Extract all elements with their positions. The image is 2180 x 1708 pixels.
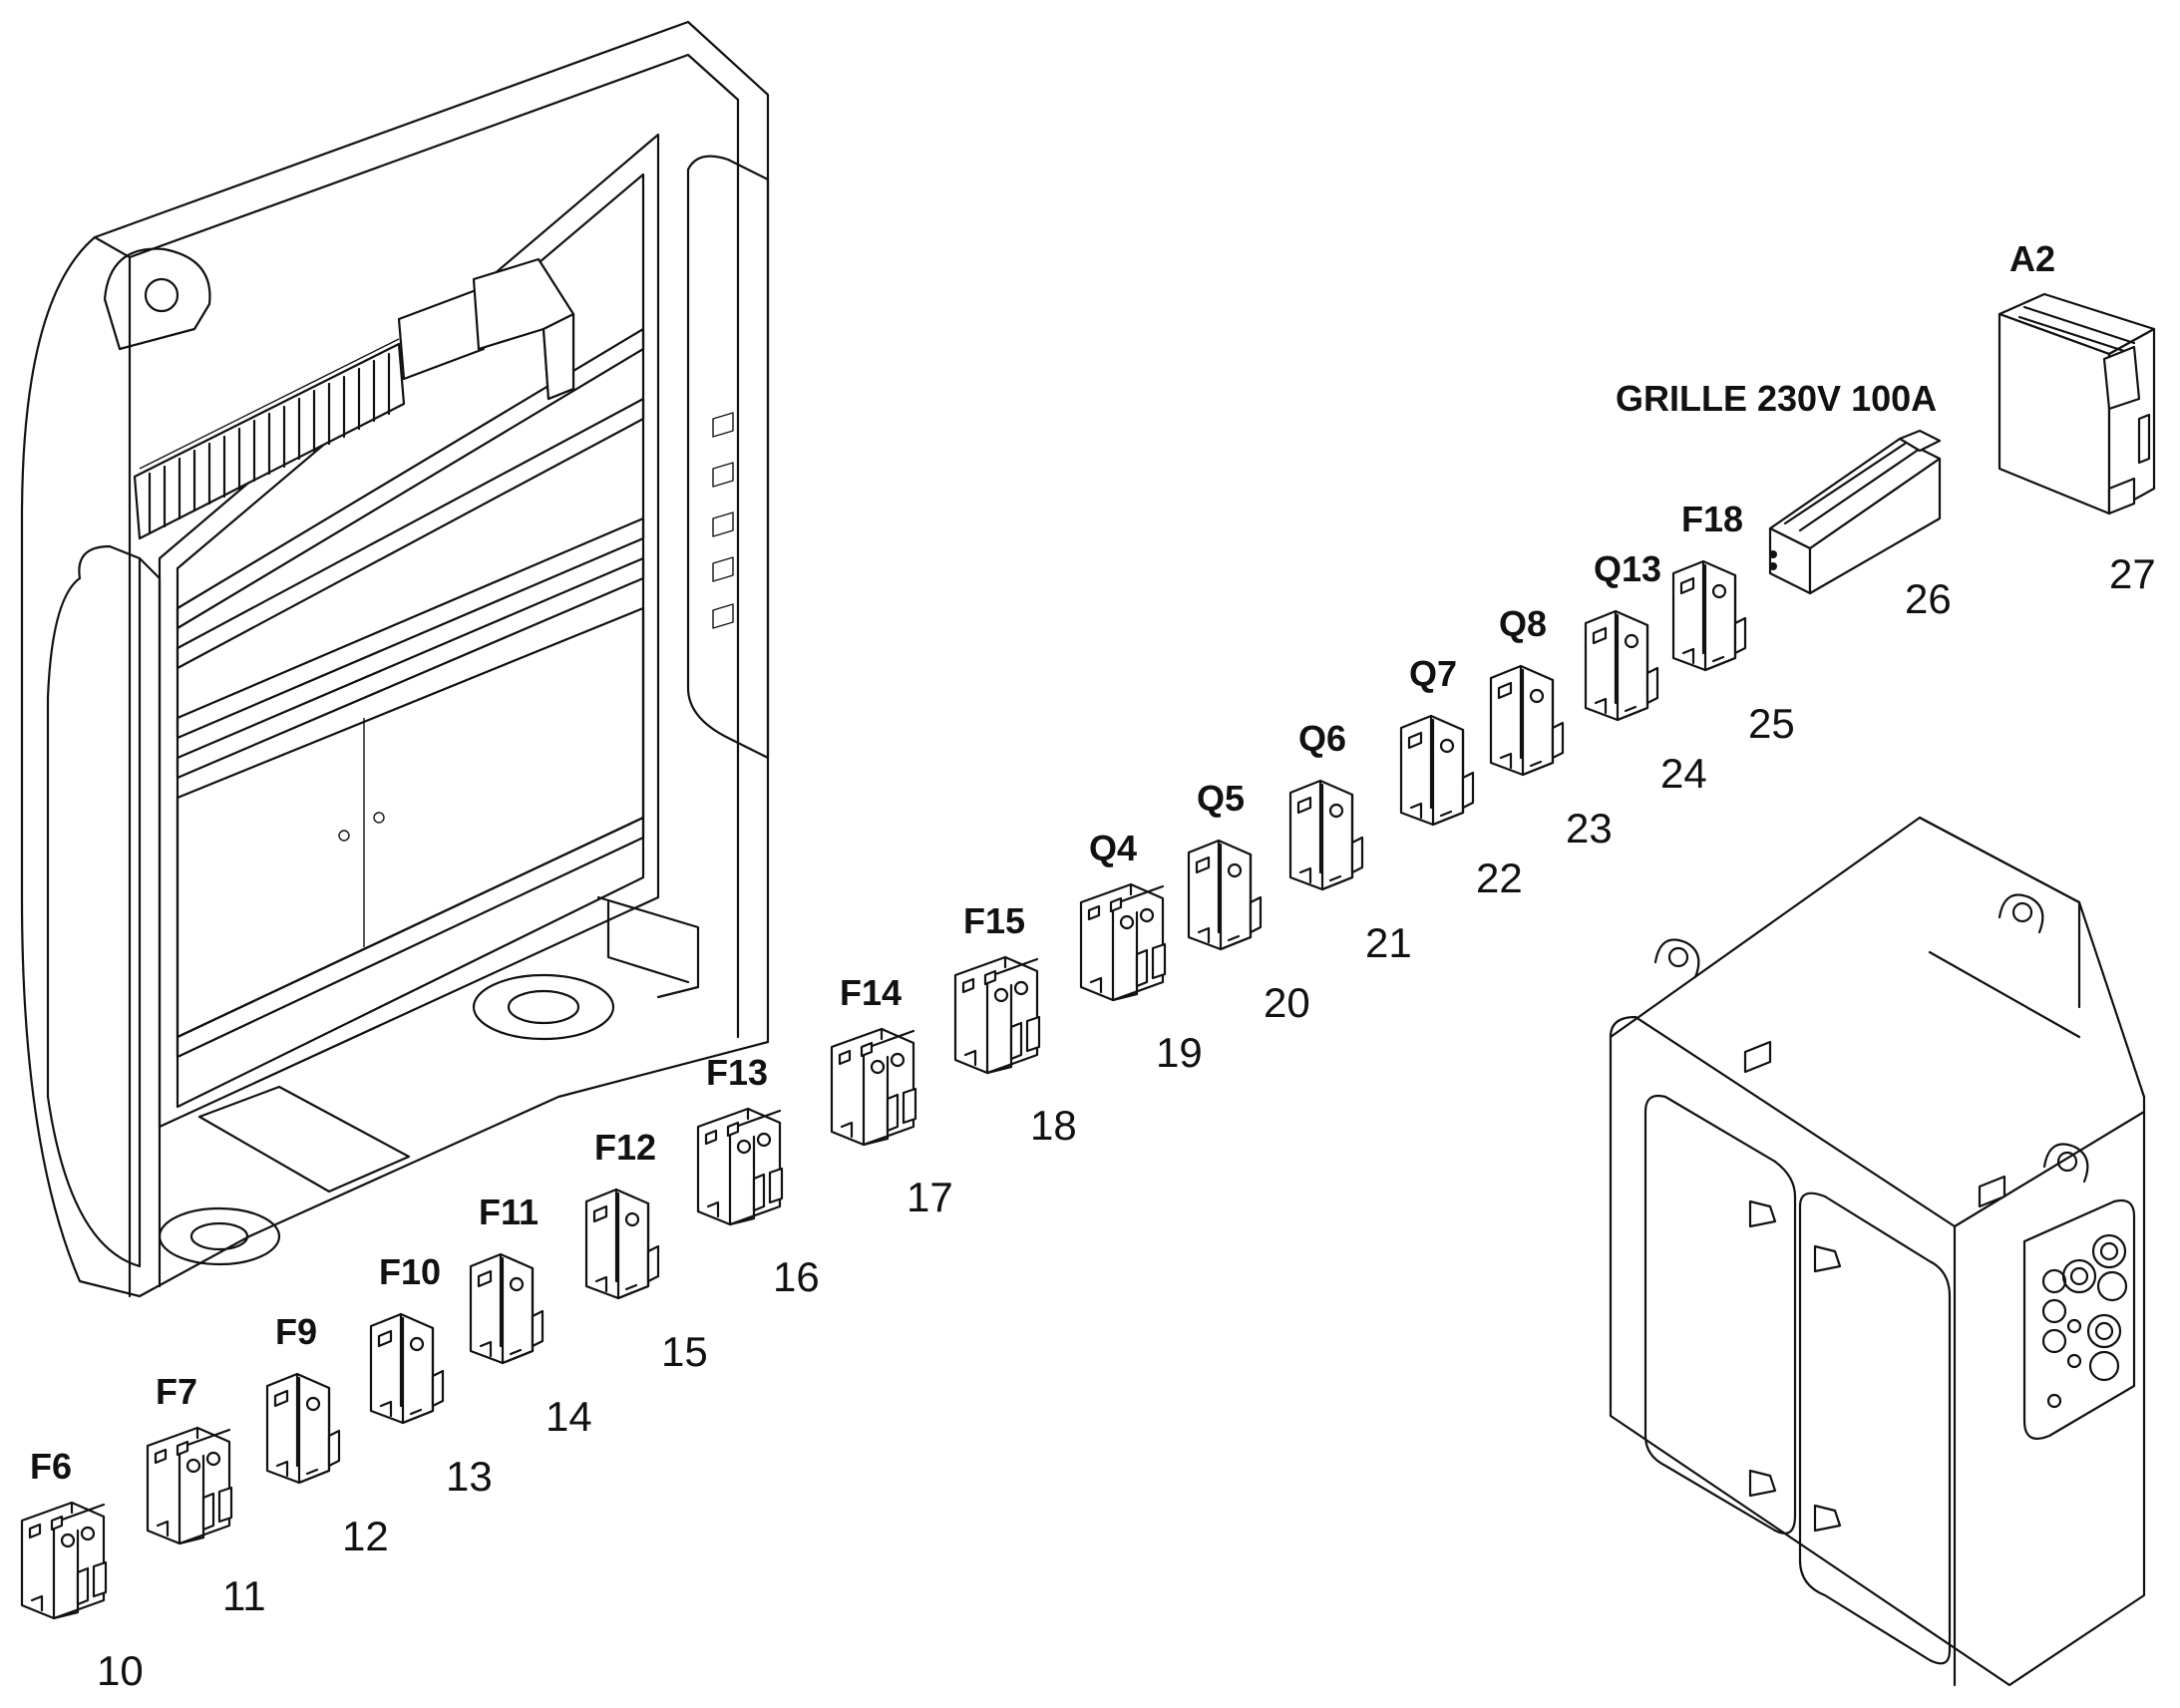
breaker-code-label: Q6 — [1298, 718, 1346, 759]
breaker-drawing — [830, 1027, 917, 1147]
breaker-item-number: 11 — [222, 1572, 266, 1619]
breaker-drawing — [584, 1188, 660, 1300]
breaker-f15: F15 18 — [953, 900, 1077, 1149]
breaker-f9: F9 12 — [265, 1311, 389, 1559]
breaker-code-label: F11 — [479, 1192, 539, 1232]
breaker-item-number: 18 — [1030, 1102, 1077, 1149]
breaker-f14: F14 17 — [830, 972, 953, 1220]
breaker-code-label: Q13 — [1594, 548, 1661, 589]
breaker-q4: Q4 19 — [1079, 828, 1203, 1076]
breaker-f13: F13 16 — [696, 1052, 820, 1300]
breaker-q6: Q6 21 — [1288, 718, 1412, 966]
breaker-item-number: 19 — [1156, 1029, 1203, 1076]
terminal-block-strip — [133, 287, 486, 540]
breaker-item-number: 20 — [1264, 979, 1310, 1026]
open-enclosure — [20, 20, 770, 1298]
breaker-drawing — [1399, 714, 1475, 827]
breaker-drawing — [369, 1312, 445, 1425]
breaker-item-number: 15 — [661, 1328, 708, 1375]
breaker-f18: F18 25 — [1671, 499, 1795, 747]
breaker-item-number: 13 — [446, 1453, 493, 1500]
breaker-q7: Q7 22 — [1399, 653, 1523, 901]
breaker-drawing — [1288, 779, 1364, 891]
closed-enclosure — [1609, 816, 2146, 1687]
breaker-drawing — [1489, 664, 1565, 777]
breaker-item-number: 25 — [1748, 700, 1795, 747]
breaker-item-number: 12 — [342, 1513, 389, 1559]
grille-component — [1768, 429, 1942, 595]
breaker-f12: F12 15 — [584, 1127, 708, 1375]
a2-module — [1998, 292, 2156, 515]
grille-label: GRILLE 230V 100A — [1616, 378, 1937, 419]
breaker-item-number: 10 — [97, 1647, 144, 1694]
breaker-drawing — [20, 1501, 108, 1620]
a2-label: A2 — [2009, 238, 2055, 279]
breaker-code-label: F12 — [594, 1127, 656, 1168]
breaker-code-label: F6 — [30, 1446, 72, 1487]
breaker-f10: F10 13 — [369, 1251, 493, 1500]
breaker-drawing — [1671, 559, 1747, 672]
breaker-f7: F7 11 — [146, 1371, 266, 1619]
breaker-code-label: F15 — [963, 900, 1025, 941]
circuit-breaker-row: F610F711F912F1013F1114F1215F1316F1417F15… — [20, 499, 1795, 1694]
breaker-code-label: F13 — [706, 1052, 768, 1093]
breaker-item-number: 24 — [1660, 750, 1707, 797]
breaker-item-number: 17 — [907, 1174, 953, 1220]
breaker-code-label: Q8 — [1499, 603, 1547, 644]
breaker-code-label: F9 — [275, 1311, 317, 1352]
breaker-code-label: F10 — [379, 1251, 441, 1292]
breaker-code-label: Q4 — [1089, 828, 1137, 868]
breaker-item-number: 23 — [1566, 805, 1613, 852]
breaker-code-label: F18 — [1681, 499, 1743, 539]
breaker-q5: Q5 20 — [1187, 778, 1310, 1026]
breaker-q8: Q8 23 — [1489, 603, 1613, 852]
breaker-item-number: 22 — [1476, 854, 1523, 901]
breaker-drawing — [1187, 839, 1263, 951]
a2-number: 27 — [2109, 550, 2156, 597]
breaker-code-label: Q7 — [1409, 653, 1457, 694]
breaker-code-label: F14 — [840, 972, 902, 1013]
breaker-drawing — [146, 1426, 233, 1545]
breaker-item-number: 21 — [1365, 919, 1412, 966]
breaker-item-number: 16 — [773, 1253, 820, 1300]
breaker-q13: Q13 24 — [1584, 548, 1707, 797]
breaker-drawing — [265, 1372, 341, 1485]
breaker-drawing — [1584, 609, 1659, 722]
breaker-code-label: F7 — [156, 1371, 197, 1412]
breaker-item-number: 14 — [545, 1393, 592, 1440]
breaker-f11: F11 14 — [469, 1192, 592, 1440]
breaker-drawing — [1079, 882, 1167, 1002]
grille-number: 26 — [1905, 575, 1952, 622]
breaker-f6: F6 10 — [20, 1446, 144, 1694]
breaker-drawing — [469, 1252, 545, 1365]
breaker-code-label: Q5 — [1197, 778, 1245, 819]
breaker-drawing — [953, 955, 1041, 1075]
breaker-drawing — [696, 1107, 784, 1226]
